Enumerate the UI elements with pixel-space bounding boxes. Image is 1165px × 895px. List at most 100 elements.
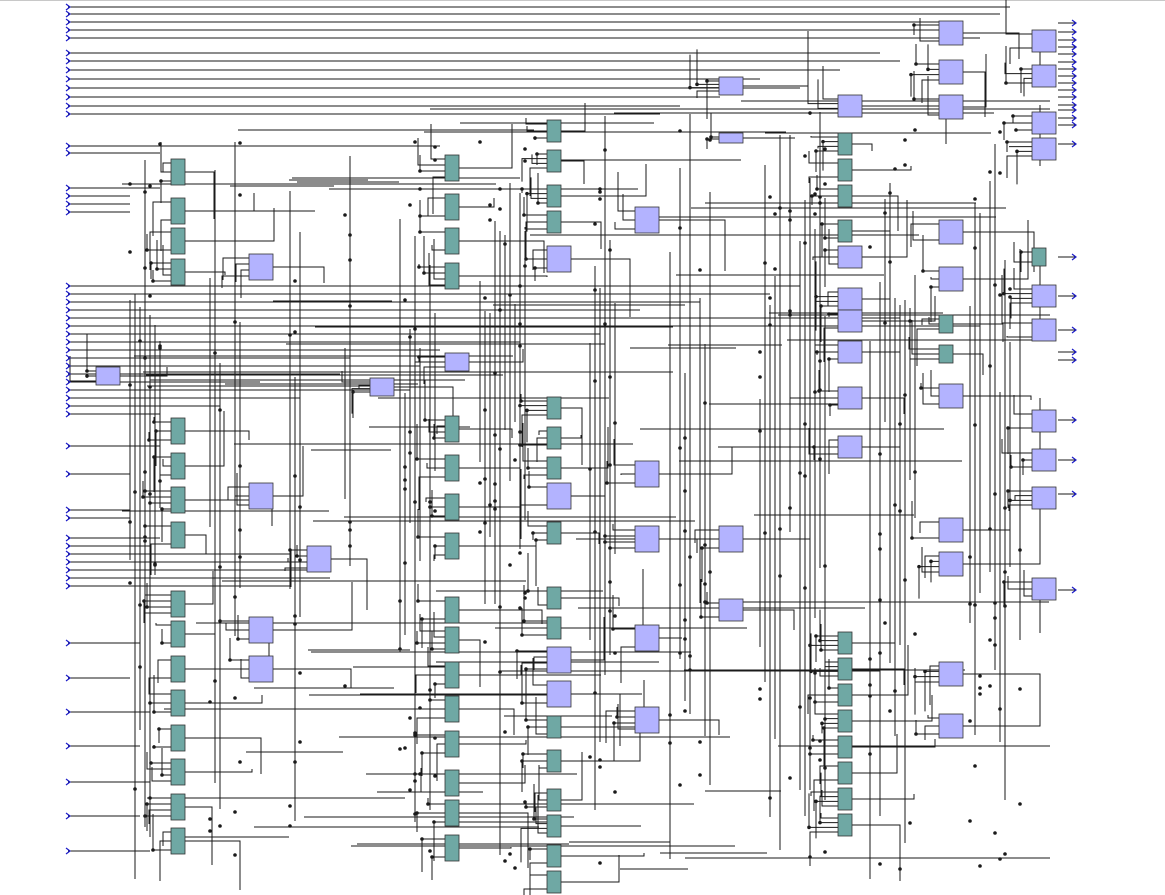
logic-cell-teal[interactable] [837,657,853,681]
logic-cell-teal[interactable] [170,486,186,514]
logic-cell-teal[interactable] [837,683,853,707]
logic-cell-teal[interactable] [546,210,562,234]
logic-cell-teal[interactable] [444,596,460,624]
cell-layer[interactable] [95,20,1057,894]
logic-cell-teal[interactable] [444,262,460,290]
logic-cell-teal[interactable] [170,258,186,286]
logic-cell-teal[interactable] [546,149,562,173]
logic-cell-purple[interactable] [718,598,744,622]
logic-cell-purple[interactable] [248,253,274,281]
logic-cell-purple[interactable] [837,287,863,311]
logic-cell-purple[interactable] [837,435,863,459]
logic-cell-purple[interactable] [938,219,964,245]
logic-cell-teal[interactable] [837,219,853,243]
logic-cell-purple[interactable] [837,340,863,364]
logic-cell-teal[interactable] [837,735,853,759]
logic-cell-purple[interactable] [634,525,660,553]
logic-cell-teal[interactable] [170,793,186,821]
logic-cell-purple[interactable] [1031,29,1057,53]
logic-cell-purple[interactable] [634,206,660,234]
logic-cell-teal[interactable] [546,184,562,208]
logic-cell-teal[interactable] [546,788,562,812]
logic-cell-purple[interactable] [1031,318,1057,342]
logic-cell-purple[interactable] [938,383,964,409]
logic-cell-teal[interactable] [546,715,562,739]
logic-cell-purple[interactable] [1031,409,1057,433]
logic-cell-teal[interactable] [444,834,460,862]
logic-cell-purple[interactable] [938,94,964,120]
logic-cell-teal[interactable] [546,814,562,838]
logic-cell-teal[interactable] [170,227,186,255]
logic-cell-teal[interactable] [837,813,853,837]
logic-cell-purple[interactable] [938,59,964,85]
logic-cell-teal[interactable] [444,154,460,182]
logic-cell-teal[interactable] [546,521,562,545]
logic-cell-purple[interactable] [837,94,863,118]
logic-cell-purple[interactable] [837,386,863,410]
logic-cell-purple[interactable] [1031,448,1057,472]
logic-cell-purple[interactable] [248,482,274,510]
logic-cell-teal[interactable] [546,426,562,450]
logic-cell-purple[interactable] [1031,111,1057,135]
logic-cell-teal[interactable] [444,626,460,654]
logic-cell-teal[interactable] [546,844,562,868]
logic-cell-purple[interactable] [938,266,964,292]
logic-cell-purple[interactable] [718,76,744,96]
logic-cell-teal[interactable] [837,709,853,733]
logic-cell-purple[interactable] [938,20,964,46]
logic-cell-teal[interactable] [546,870,562,894]
logic-cell-purple[interactable] [634,706,660,734]
logic-cell-purple[interactable] [718,525,744,553]
logic-cell-purple[interactable] [444,352,470,372]
logic-cell-purple[interactable] [718,132,744,144]
logic-cell-purple[interactable] [546,245,572,273]
logic-cell-teal[interactable] [170,158,186,186]
logic-cell-purple[interactable] [938,551,964,577]
logic-cell-teal[interactable] [444,227,460,255]
logic-cell-teal[interactable] [444,532,460,560]
logic-cell-purple[interactable] [1031,577,1057,601]
logic-cell-teal[interactable] [170,197,186,225]
logic-cell-teal[interactable] [444,730,460,758]
logic-cell-purple[interactable] [369,377,395,397]
logic-cell-purple[interactable] [938,713,964,739]
logic-cell-teal[interactable] [170,417,186,445]
logic-cell-purple[interactable] [248,655,274,683]
logic-cell-purple[interactable] [938,661,964,687]
logic-cell-teal[interactable] [170,827,186,855]
logic-cell-teal[interactable] [837,184,853,208]
logic-cell-purple[interactable] [1031,64,1057,88]
logic-cell-purple[interactable] [546,680,572,708]
logic-cell-purple[interactable] [837,245,863,269]
logic-cell-purple[interactable] [546,482,572,510]
logic-cell-purple[interactable] [248,616,274,644]
logic-cell-teal[interactable] [837,631,853,655]
logic-cell-purple[interactable] [95,366,121,386]
logic-cell-teal[interactable] [170,724,186,752]
logic-cell-teal[interactable] [1031,247,1047,267]
logic-cell-purple[interactable] [938,517,964,543]
logic-cell-teal[interactable] [546,586,562,610]
logic-cell-teal[interactable] [546,749,562,773]
logic-cell-teal[interactable] [444,493,460,521]
logic-cell-teal[interactable] [444,661,460,689]
logic-cell-purple[interactable] [546,646,572,674]
logic-cell-teal[interactable] [837,158,853,182]
logic-cell-teal[interactable] [938,314,954,334]
logic-cell-teal[interactable] [938,344,954,364]
logic-cell-teal[interactable] [444,193,460,221]
logic-cell-teal[interactable] [170,452,186,480]
logic-cell-purple[interactable] [1031,284,1057,308]
logic-cell-teal[interactable] [170,590,186,618]
logic-cell-teal[interactable] [170,689,186,717]
logic-cell-teal[interactable] [444,799,460,827]
logic-cell-teal[interactable] [837,787,853,811]
logic-cell-teal[interactable] [837,132,853,156]
logic-cell-teal[interactable] [444,454,460,482]
logic-cell-teal[interactable] [546,616,562,640]
logic-cell-teal[interactable] [170,521,186,549]
logic-cell-teal[interactable] [444,695,460,723]
logic-cell-teal[interactable] [444,769,460,797]
logic-cell-teal[interactable] [444,415,460,443]
